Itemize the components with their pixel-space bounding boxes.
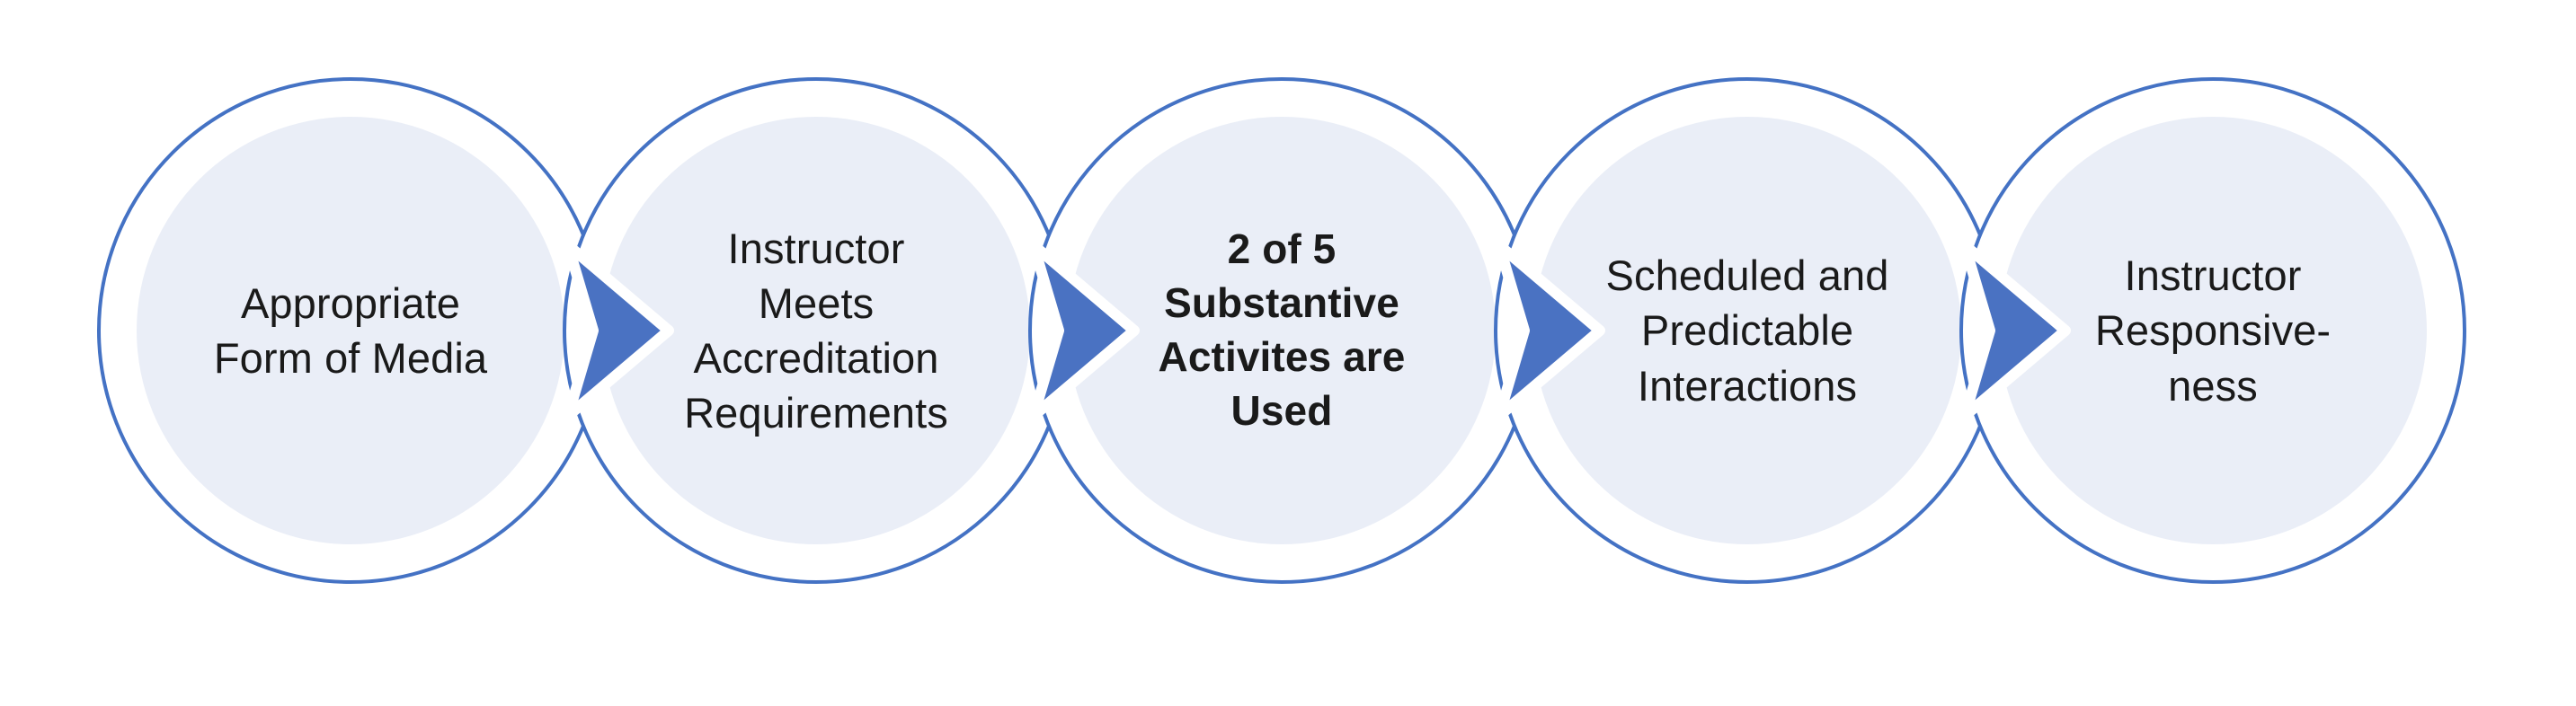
- circle-group-4[interactable]: [1494, 77, 2001, 584]
- circle-inner-fill-4: [1533, 117, 1961, 544]
- chevron-right-icon-3[interactable]: [1494, 240, 1605, 421]
- chevron-right-icon-4[interactable]: [1959, 240, 2071, 421]
- chevron-right-icon-1[interactable]: [563, 240, 674, 421]
- chevron-right-icon: [1494, 240, 1605, 421]
- circle-inner-fill-2: [602, 117, 1030, 544]
- circle-inner-fill-3: [1068, 117, 1496, 544]
- chevron-right-icon: [1959, 240, 2071, 421]
- circle-group-3[interactable]: [1028, 77, 1535, 584]
- chevron-right-icon: [1028, 240, 1140, 421]
- circle-group-1[interactable]: [97, 77, 604, 584]
- circle-group-5[interactable]: [1959, 77, 2466, 584]
- chevron-right-icon-2[interactable]: [1028, 240, 1140, 421]
- circle-inner-fill-5: [1999, 117, 2427, 544]
- chevron-right-icon: [563, 240, 674, 421]
- circle-inner-fill-1: [137, 117, 564, 544]
